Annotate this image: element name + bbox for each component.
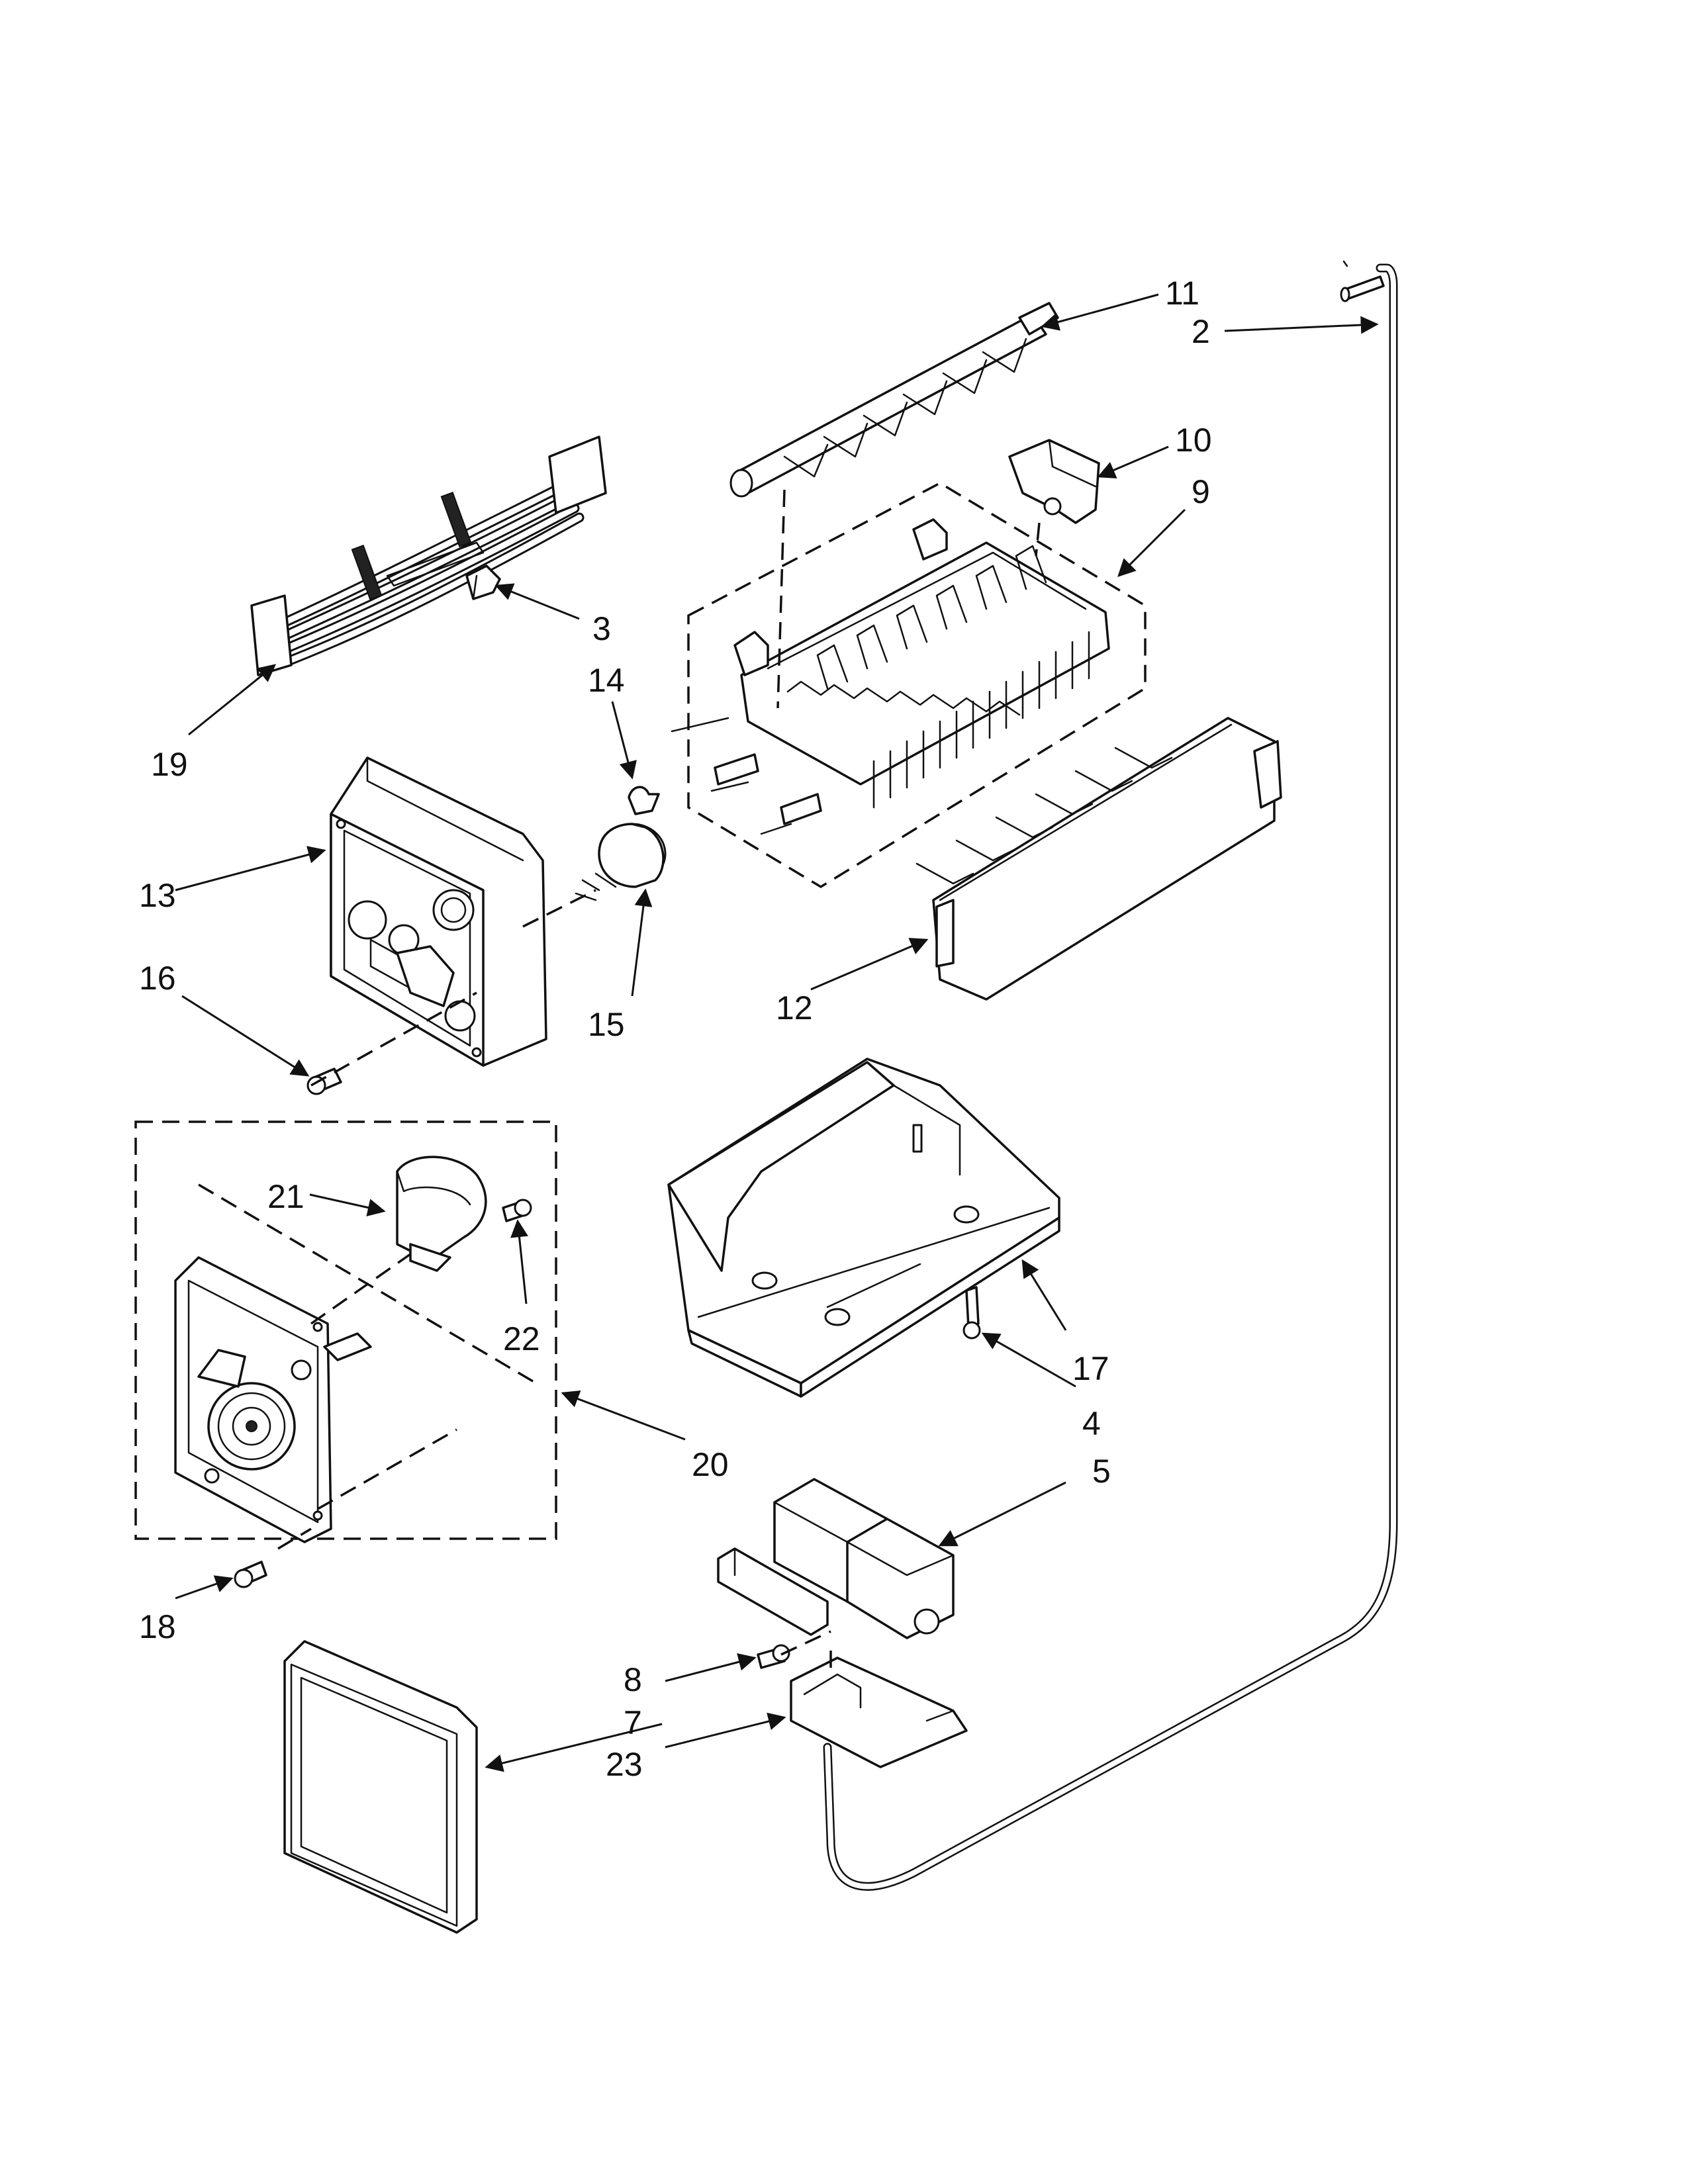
leader-lines xyxy=(175,293,1379,1772)
screw-8-part xyxy=(757,1644,790,1669)
callout-3: 3 xyxy=(592,610,611,647)
shelf-part xyxy=(667,1058,1060,1398)
screw-18-part xyxy=(234,1561,267,1588)
callout-19: 19 xyxy=(151,746,188,783)
module-assembly-boundary xyxy=(134,1120,557,1540)
ice-stripper-part xyxy=(915,717,1282,1001)
callout-20: 20 xyxy=(692,1446,729,1483)
cover-part xyxy=(283,1640,478,1934)
callout-4: 4 xyxy=(1082,1405,1101,1442)
ice-mold-part xyxy=(671,518,1110,835)
motor-part xyxy=(396,1156,487,1272)
callout-22: 22 xyxy=(503,1320,540,1357)
water-valve-part xyxy=(717,1478,955,1639)
callout-9: 9 xyxy=(1192,473,1210,510)
valve-bracket-part xyxy=(790,1657,968,1768)
mold-assembly-boundary xyxy=(687,481,1147,889)
callout-16: 16 xyxy=(139,960,176,997)
screw-22-part xyxy=(502,1199,532,1222)
water-tube-part xyxy=(823,260,1398,1891)
small-clip-part xyxy=(628,786,660,815)
callout-17: 17 xyxy=(1072,1350,1109,1387)
callout-8: 8 xyxy=(624,1661,642,1698)
bracket-part xyxy=(1008,439,1100,524)
assembly-lines xyxy=(198,489,1041,1668)
callout-13: 13 xyxy=(139,877,176,914)
callout-12: 12 xyxy=(776,989,813,1026)
thermostat-part xyxy=(575,823,667,901)
callout-10: 10 xyxy=(1175,422,1212,459)
callout-7: 7 xyxy=(624,1704,642,1741)
clip-part xyxy=(465,565,501,600)
control-housing-part xyxy=(330,756,547,1067)
wire-harness-part xyxy=(250,435,607,676)
callout-14: 14 xyxy=(588,662,625,699)
ejector-shaft-part xyxy=(729,302,1059,498)
callout-21: 21 xyxy=(267,1178,305,1215)
callout-11: 11 xyxy=(1165,275,1199,312)
module-part xyxy=(174,1256,372,1543)
callout-18: 18 xyxy=(139,1608,176,1645)
screw-4-part xyxy=(962,1286,981,1340)
callout-2: 2 xyxy=(1192,313,1210,350)
callout-23: 23 xyxy=(606,1746,643,1783)
callout-15: 15 xyxy=(588,1006,625,1043)
callout-5: 5 xyxy=(1092,1453,1111,1490)
callout-labels: 11 2 10 9 3 14 19 13 16 15 12 21 22 17 4… xyxy=(139,275,1212,1783)
